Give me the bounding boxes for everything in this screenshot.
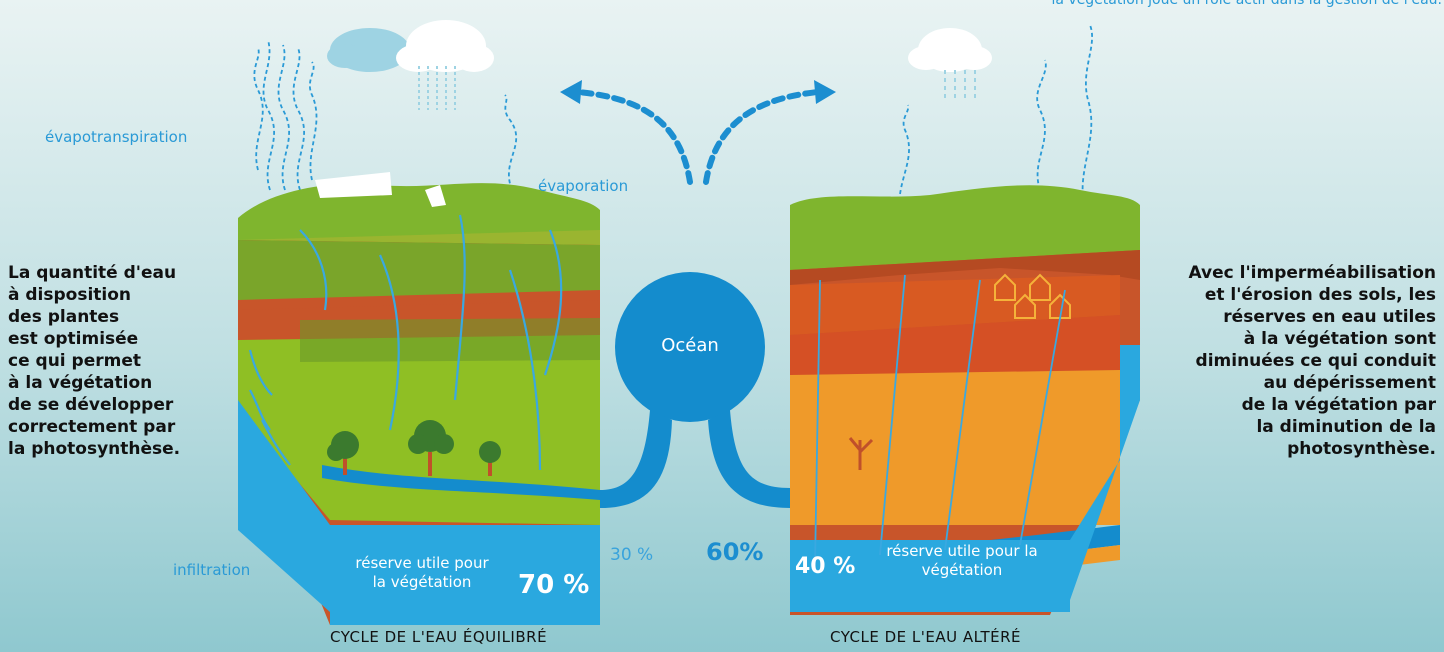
right-description: Avec l'imperméabilisation et l'érosion d… xyxy=(1188,263,1436,459)
arrowhead-left-icon xyxy=(560,80,582,104)
ocean xyxy=(600,272,790,508)
ocean-label: Océan xyxy=(661,335,719,356)
evapotranspiration-squiggles xyxy=(253,39,518,191)
reserve-percent-altered: 40 % xyxy=(795,554,856,579)
soil-block-altered xyxy=(790,185,1140,615)
reserve-label-altered: réserve utile pour la végétation xyxy=(886,542,1038,579)
evapotranspiration-label: évapotranspiration xyxy=(45,128,188,146)
left-description: La quantité d'eau à disposition des plan… xyxy=(8,263,181,459)
caption-balanced: CYCLE DE L'EAU ÉQUILIBRÉ xyxy=(330,628,548,646)
top-note: la végétation joue un rôle actif dans la… xyxy=(1051,0,1442,8)
infiltration-label: infiltration xyxy=(173,561,251,579)
caption-altered: CYCLE DE L'EAU ALTÉRÉ xyxy=(830,628,1021,646)
arrowhead-right-icon xyxy=(814,80,836,104)
evaporation-arrows xyxy=(575,89,821,185)
cloud-left xyxy=(327,20,494,110)
evaporation-label: évaporation xyxy=(538,177,629,195)
runoff-percent-altered: 60% xyxy=(706,538,764,566)
evapotranspiration-squiggles-right xyxy=(898,24,1093,216)
cloud-right xyxy=(908,28,992,102)
soil-block-balanced xyxy=(238,172,600,625)
reserve-label-balanced: réserve utile pour la végétation xyxy=(355,554,489,591)
runoff-percent-balanced: 30 % xyxy=(610,545,654,565)
reserve-percent-balanced: 70 % xyxy=(518,570,590,600)
